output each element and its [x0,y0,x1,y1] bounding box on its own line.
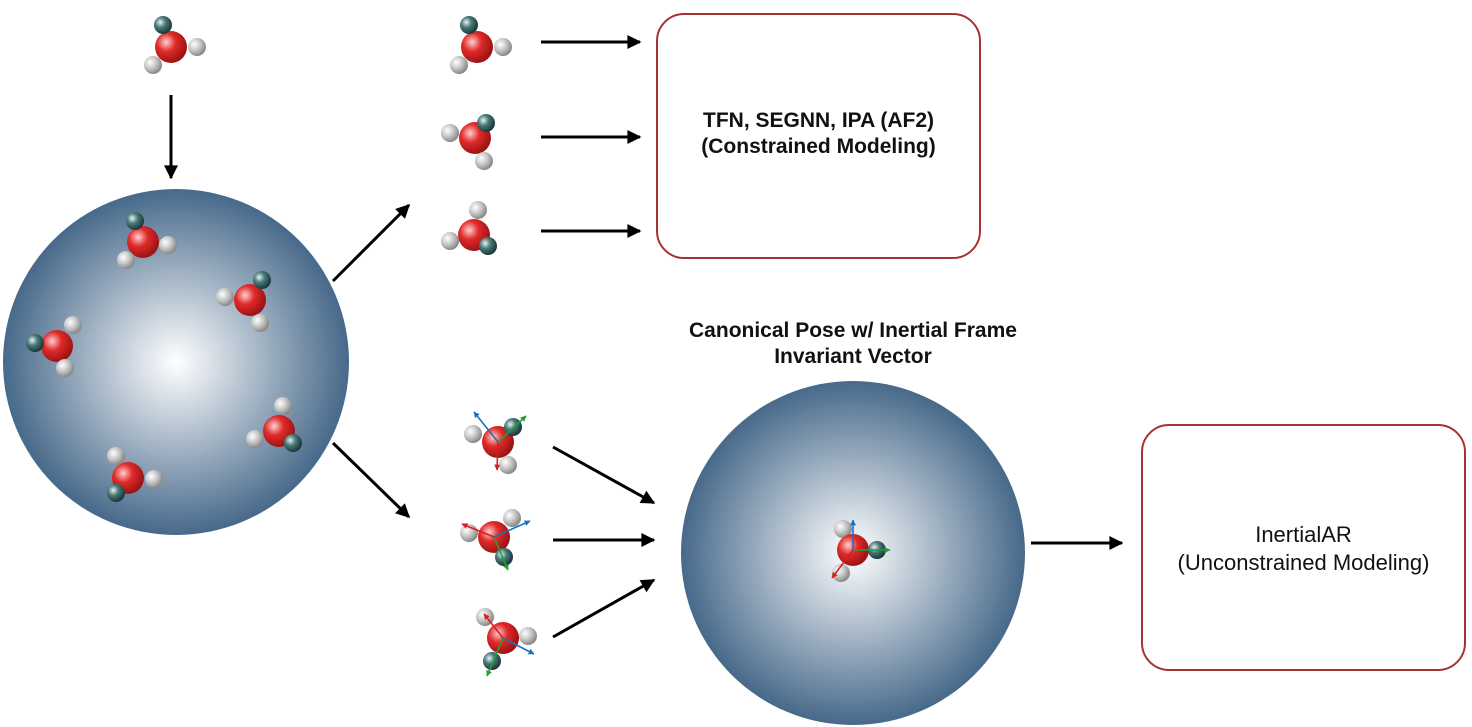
frame-axis-red [483,613,504,639]
hydrogen-atom [441,232,459,250]
frame-axis-blue [502,637,535,655]
frame-axis-red [494,441,501,471]
arrow-to-top-branch [331,203,411,283]
frame-axis-green [497,415,527,443]
hydrogen-atom [188,38,206,56]
tagged-hydrogen-atom [477,114,495,132]
canonical-pose-line1: Canonical Pose w/ Inertial Frame [689,319,1017,342]
constrained-modeling-label: TFN, SEGNN, IPA (AF2) (Constrained Model… [656,108,981,161]
tagged-hydrogen-atom [107,484,125,502]
hydrogen-atom [503,509,521,527]
arrow-bottom-1 [552,445,656,505]
frame-axis-red [831,549,854,579]
frame-axis-blue [473,411,499,443]
constrained-methods-text: TFN, SEGNN, IPA (AF2) [703,109,934,132]
oxygen-atom [461,31,493,63]
constrained-modeling-box [656,13,981,259]
hydrogen-atom [274,397,292,415]
hydrogen-atom [56,359,74,377]
hydrogen-atom [450,56,468,74]
oxygen-atom [127,226,159,258]
hydrogen-atom [494,38,512,56]
hydrogen-atom [145,470,163,488]
tagged-hydrogen-atom [154,16,172,34]
hydrogen-atom [475,152,493,170]
tagged-hydrogen-atom [479,237,497,255]
hydrogen-atom [117,251,135,269]
hydrogen-atom [251,314,269,332]
tagged-hydrogen-atom [26,334,44,352]
arrow-to-bottom-branch [331,441,411,519]
tagged-hydrogen-atom [284,434,302,452]
tagged-hydrogen-atom [483,652,501,670]
hydrogen-atom [159,236,177,254]
canonical-pose-line2: Invariant Vector [774,345,932,369]
unconstrained-modeling-box [1141,424,1466,671]
inertialar-name-text: InertialAR [1255,522,1352,547]
frame-axis-blue [493,520,531,538]
hydrogen-atom [469,201,487,219]
tagged-hydrogen-atom [253,271,271,289]
unconstrained-caption-text: (Unconstrained Modeling) [1177,549,1430,575]
hydrogen-atom [464,425,482,443]
constrained-caption-text: (Constrained Modeling) [701,135,936,159]
hydrogen-atom [834,520,852,538]
hydrogen-atom [216,288,234,306]
hydrogen-atom [519,627,537,645]
tagged-hydrogen-atom [126,212,144,230]
hydrogen-atom [107,447,125,465]
hydrogen-atom [441,124,459,142]
frame-axis-green [486,637,504,677]
oxygen-atom [41,330,73,362]
hydrogen-atom [64,316,82,334]
frame-axis-red [461,523,495,538]
frame-axis-green [493,536,509,571]
canonical-pose-title: Canonical Pose w/ Inertial Frame Invaria… [653,318,1053,371]
arrow-bottom-3 [552,578,656,639]
tagged-hydrogen-atom [495,548,513,566]
oxygen-atom [155,31,187,63]
tagged-hydrogen-atom [460,16,478,34]
hydrogen-atom [499,456,517,474]
arrows-group [164,35,1124,639]
hydrogen-atom [246,430,264,448]
hydrogen-atom [144,56,162,74]
oxygen-atom [234,284,266,316]
unconstrained-modeling-label: InertialAR (Unconstrained Modeling) [1141,521,1466,576]
